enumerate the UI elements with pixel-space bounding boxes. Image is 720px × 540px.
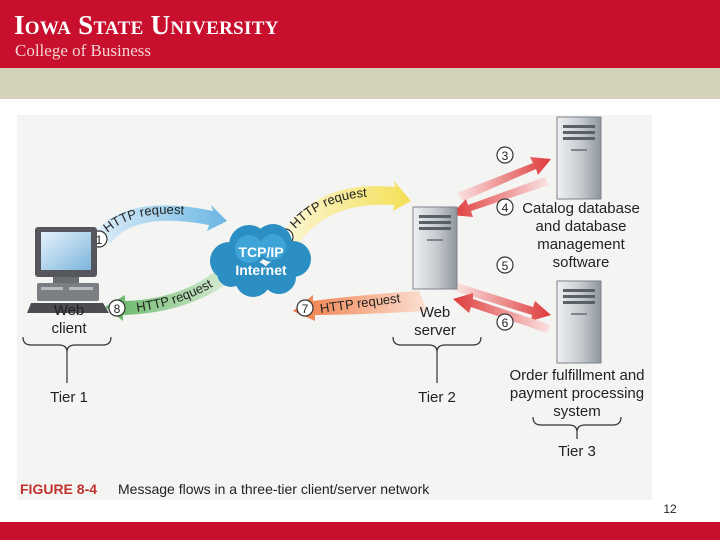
- svg-text:software: software: [553, 254, 610, 271]
- svg-text:payment processing: payment processing: [510, 385, 644, 402]
- tier-1-label: Tier 1: [50, 389, 88, 406]
- svg-text:and database: and database: [536, 218, 627, 235]
- arrow-1-http-request: [95, 205, 227, 243]
- svg-text:4: 4: [502, 201, 509, 215]
- arrow-4: [451, 177, 549, 217]
- svg-text:Internet: Internet: [235, 262, 287, 278]
- web-server-icon: [412, 206, 458, 290]
- accent-band: [0, 68, 720, 99]
- college-name: College of Business: [15, 41, 151, 60]
- svg-text:7: 7: [302, 302, 309, 316]
- arrow-5: [455, 283, 551, 321]
- page-number: 12: [663, 502, 677, 516]
- svg-text:HTTP request: HTTP request: [287, 185, 368, 232]
- three-tier-diagram: 1 HTTP request 2 HTTP request 7 HTTP req…: [20, 116, 645, 497]
- tier-2-label: Tier 2: [418, 389, 456, 406]
- svg-text:Catalog database: Catalog database: [522, 200, 640, 217]
- tier-2-bracket: [392, 336, 482, 353]
- header-bar: Iowa State University College of Busines…: [0, 0, 720, 68]
- arrow-4-number: 4: [496, 198, 514, 216]
- web-client-label: Web: [54, 302, 85, 319]
- web-client-computer-icon: [27, 227, 109, 313]
- arrow-6: [453, 293, 551, 333]
- web-server-label: Web: [420, 304, 451, 321]
- figure-caption: Message flows in a three-tier client/ser…: [118, 481, 430, 497]
- arrow-8-http-request: [105, 265, 239, 321]
- figure-panel: 1 HTTP request 2 HTTP request 7 HTTP req…: [17, 115, 652, 500]
- arrow-3: [457, 157, 551, 201]
- web-server-label-line2: server: [414, 322, 456, 339]
- figure-number: FIGURE 8-4: [20, 481, 97, 497]
- svg-text:system: system: [553, 403, 601, 420]
- svg-text:5: 5: [502, 259, 509, 273]
- catalog-database-label: Catalog database and database management…: [522, 200, 640, 271]
- arrow-7-http-request: [293, 291, 427, 321]
- svg-text:3: 3: [502, 149, 509, 163]
- svg-text:Order fulfillment and: Order fulfillment and: [509, 367, 644, 384]
- tier-3-label: Tier 3: [558, 443, 596, 460]
- catalog-database-server-icon: [556, 116, 602, 200]
- university-name: Iowa State University: [14, 10, 279, 40]
- svg-text:8: 8: [114, 302, 121, 316]
- svg-text:6: 6: [502, 316, 509, 330]
- web-client-label-line2: client: [51, 320, 87, 337]
- arrow-2-http-request: [281, 181, 411, 243]
- footer-bar: [0, 522, 720, 540]
- arrow-6-number: 6: [496, 313, 514, 331]
- tier-1-bracket: [22, 336, 112, 353]
- arrow-5-number: 5: [496, 256, 514, 274]
- order-fulfillment-server-icon: [556, 280, 602, 364]
- internet-cloud-icon: TCP/IP Internet: [210, 224, 311, 297]
- svg-text:management: management: [537, 236, 625, 253]
- svg-text:1: 1: [96, 233, 103, 247]
- order-fulfillment-label: Order fulfillment and payment processing…: [509, 367, 644, 420]
- arrow-3-number: 3: [496, 146, 514, 164]
- svg-text:TCP/IP: TCP/IP: [238, 244, 283, 260]
